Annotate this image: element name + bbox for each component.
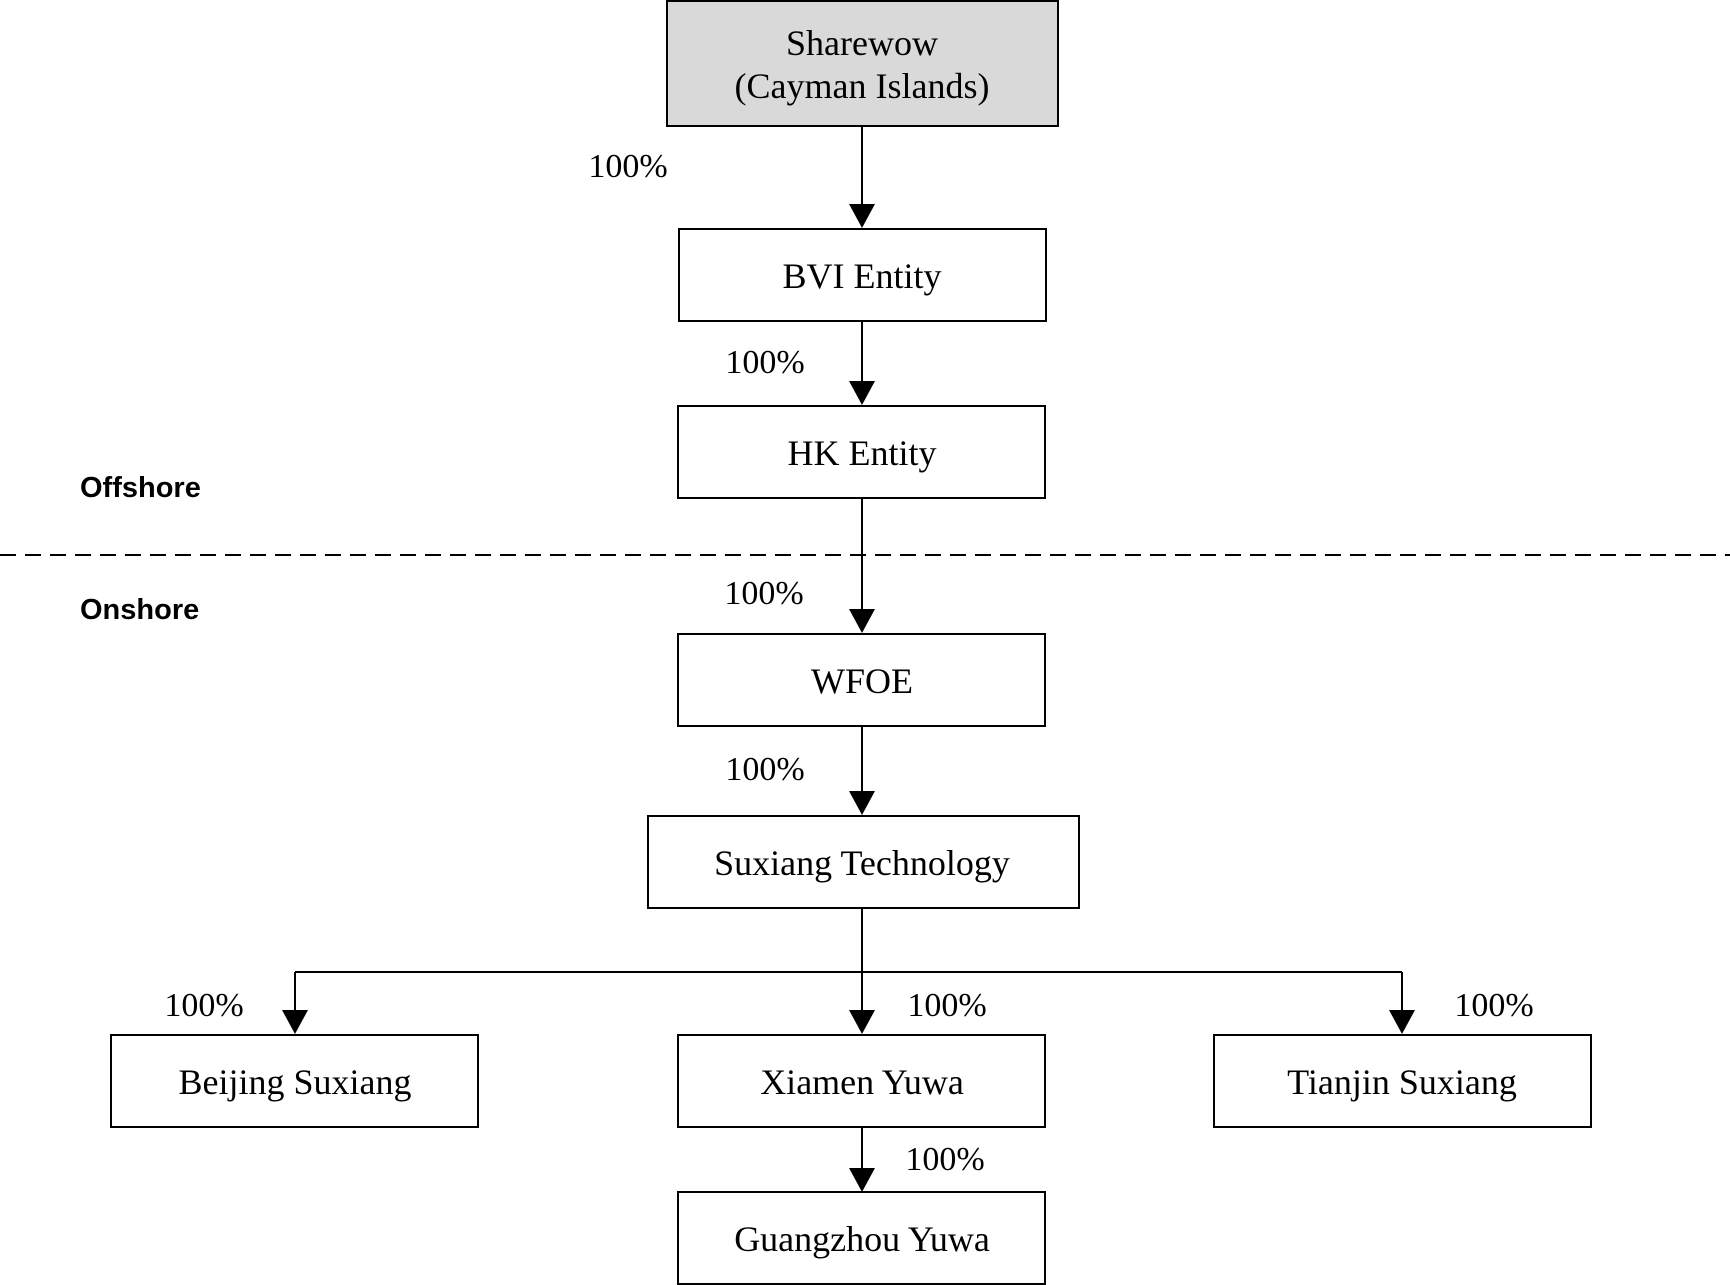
offshore-label: Offshore: [80, 472, 201, 504]
arrowhead-wfoe: [849, 609, 875, 633]
entity-suxiang-technology-box: [647, 815, 1080, 909]
ownership-label-suxiang-beijing: 100%: [164, 987, 243, 1024]
arrowheads: [282, 204, 1415, 1192]
entity-hk-name: HK Entity: [788, 433, 937, 473]
entity-suxiang-technology-name: Suxiang Technology: [714, 843, 1010, 883]
entity-hk: HK Entity: [677, 405, 1046, 499]
connector-lines: [294, 126, 1403, 1170]
ownership-labels: 100% 100% 100% 100% 100% 100% 100% 100%: [164, 148, 1533, 1178]
arrowhead-bvi: [849, 204, 875, 228]
entity-guangzhou-yuwa-name: Guangzhou Yuwa: [734, 1219, 990, 1259]
entity-beijing-suxiang: Beijing Suxiang: [110, 1034, 479, 1128]
entity-tianjin-suxiang: Tianjin Suxiang: [1213, 1034, 1592, 1128]
entity-beijing-suxiang-name: Beijing Suxiang: [179, 1062, 412, 1102]
arrowhead-tianjin: [1389, 1010, 1415, 1034]
entity-tianjin-suxiang-box: [1213, 1034, 1592, 1128]
entity-xiamen-yuwa-name: Xiamen Yuwa: [760, 1062, 964, 1102]
entity-xiamen-yuwa-box: [677, 1034, 1046, 1128]
arrowhead-suxiang: [849, 791, 875, 815]
entity-suxiang-technology: Suxiang Technology: [647, 815, 1080, 909]
entity-hk-box: [677, 405, 1046, 499]
entity-sharewow-box: [666, 0, 1059, 127]
entity-sharewow: Sharewow (Cayman Islands): [666, 0, 1059, 127]
entity-bvi-name: BVI Entity: [783, 256, 942, 296]
ownership-label-hk-wfoe: 100%: [724, 575, 803, 612]
entity-wfoe: WFOE: [677, 633, 1046, 727]
entity-wfoe-box: [677, 633, 1046, 727]
arrowhead-beijing: [282, 1010, 308, 1034]
ownership-label-suxiang-tianjin: 100%: [1454, 987, 1533, 1024]
entity-guangzhou-yuwa: Guangzhou Yuwa: [677, 1191, 1046, 1285]
entity-bvi-box: [678, 228, 1047, 322]
ownership-label-bvi-hk: 100%: [725, 344, 804, 381]
arrowhead-guangzhou: [849, 1168, 875, 1192]
onshore-label: Onshore: [80, 594, 199, 626]
entity-wfoe-name: WFOE: [811, 661, 913, 701]
entity-tianjin-suxiang-name: Tianjin Suxiang: [1287, 1062, 1517, 1102]
arrowhead-hk: [849, 381, 875, 405]
entity-sharewow-jurisdiction: (Cayman Islands): [735, 66, 990, 106]
entity-bvi: BVI Entity: [678, 228, 1047, 322]
ownership-label-wfoe-suxiang: 100%: [725, 751, 804, 788]
entity-sharewow-name: Sharewow: [786, 23, 938, 63]
arrowhead-xiamen: [849, 1010, 875, 1034]
ownership-label-suxiang-xiamen: 100%: [907, 987, 986, 1024]
ownership-label-sharewow-bvi: 100%: [588, 148, 667, 185]
entity-beijing-suxiang-box: [110, 1034, 479, 1128]
entity-xiamen-yuwa: Xiamen Yuwa: [677, 1034, 1046, 1128]
entity-guangzhou-yuwa-box: [677, 1191, 1046, 1285]
ownership-label-xiamen-guangzhou: 100%: [905, 1141, 984, 1178]
